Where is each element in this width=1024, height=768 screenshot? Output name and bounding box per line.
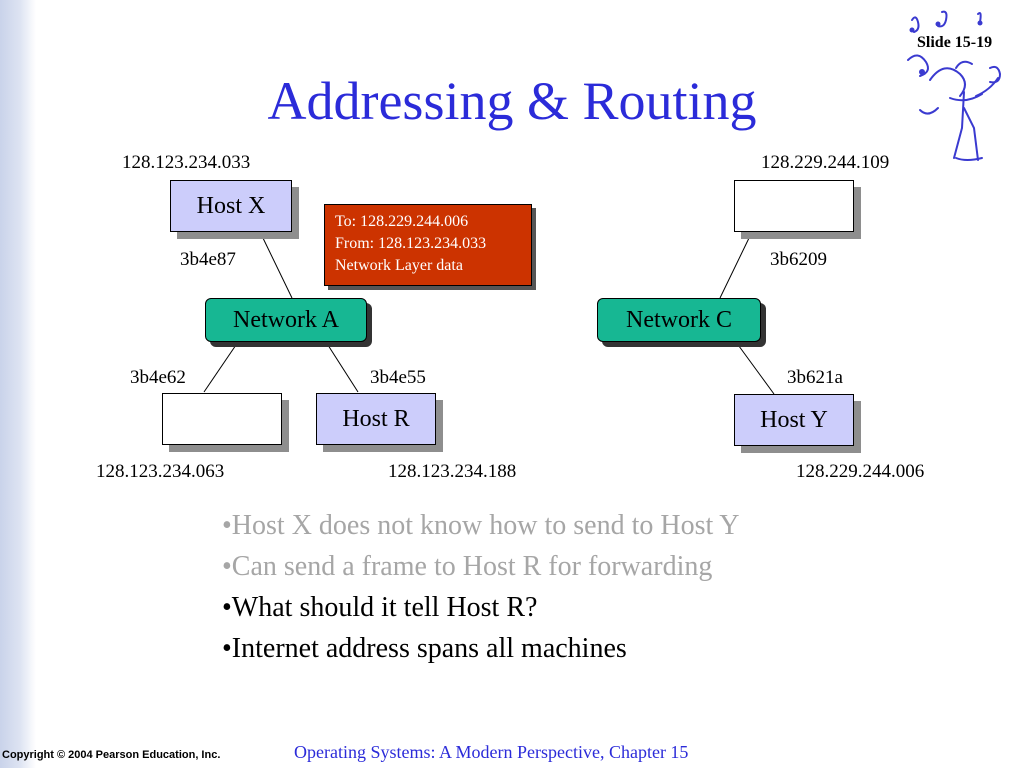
top-right-host-mac: 3b6209 [770, 249, 827, 270]
link-host-x-network-a [261, 235, 293, 299]
network-a-label: Network A [233, 306, 339, 333]
host-y-box: Host Y [734, 394, 854, 446]
copyright-notice: Copyright © 2004 Pearson Education, Inc. [2, 749, 221, 761]
packet-from: From: 128.123.234.033 [335, 235, 487, 252]
slide-footer: Operating Systems: A Modern Perspective,… [294, 742, 689, 762]
slide-number: Slide 15-19 [917, 34, 993, 51]
host-y-mac: 3b621a [787, 367, 843, 388]
link-network-a-host-r [325, 341, 359, 393]
host-y-label: Host Y [760, 406, 828, 433]
packet-header-box: To: 128.229.244.006 From: 128.123.234.03… [324, 204, 532, 286]
host-x-box: Host X [170, 180, 292, 232]
top-right-host-ip: 128.229.244.109 [761, 152, 890, 173]
link-network-c-host-y [735, 341, 775, 395]
bullet-list: •Host X does not know how to send to Hos… [222, 505, 739, 669]
bullet-item: •Can send a frame to Host R for forwardi… [222, 551, 713, 582]
slide-title: Addressing & Routing [267, 71, 757, 131]
link-network-a-bottom-left [203, 341, 239, 393]
packet-payload: Network Layer data [335, 257, 463, 274]
bullet-item: •What should it tell Host R? [222, 592, 538, 623]
musician-clipart-icon [907, 10, 1002, 161]
network-c-label: Network C [626, 306, 732, 333]
host-r-label: Host R [342, 405, 410, 432]
top-right-host-box [734, 180, 854, 232]
bullet-item: •Host X does not know how to send to Hos… [222, 510, 740, 541]
host-x-mac: 3b4e87 [180, 249, 236, 270]
packet-to: To: 128.229.244.006 [335, 213, 469, 230]
slide-side-bar [0, 0, 36, 768]
host-r-mac: 3b4e55 [370, 367, 426, 388]
link-top-right-network-c [719, 235, 751, 299]
host-r-ip: 128.123.234.188 [388, 461, 517, 482]
host-y-ip: 128.229.244.006 [796, 461, 925, 482]
host-r-box: Host R [316, 393, 436, 445]
bottom-left-host-box [162, 393, 282, 445]
bottom-left-host-mac: 3b4e62 [130, 367, 186, 388]
host-x-label: Host X [196, 192, 266, 219]
network-c-node: Network C [597, 298, 761, 342]
bottom-left-host-ip: 128.123.234.063 [96, 461, 225, 482]
bullet-item: •Internet address spans all machines [222, 633, 627, 664]
host-x-ip: 128.123.234.033 [122, 152, 251, 173]
network-a-node: Network A [205, 298, 367, 342]
